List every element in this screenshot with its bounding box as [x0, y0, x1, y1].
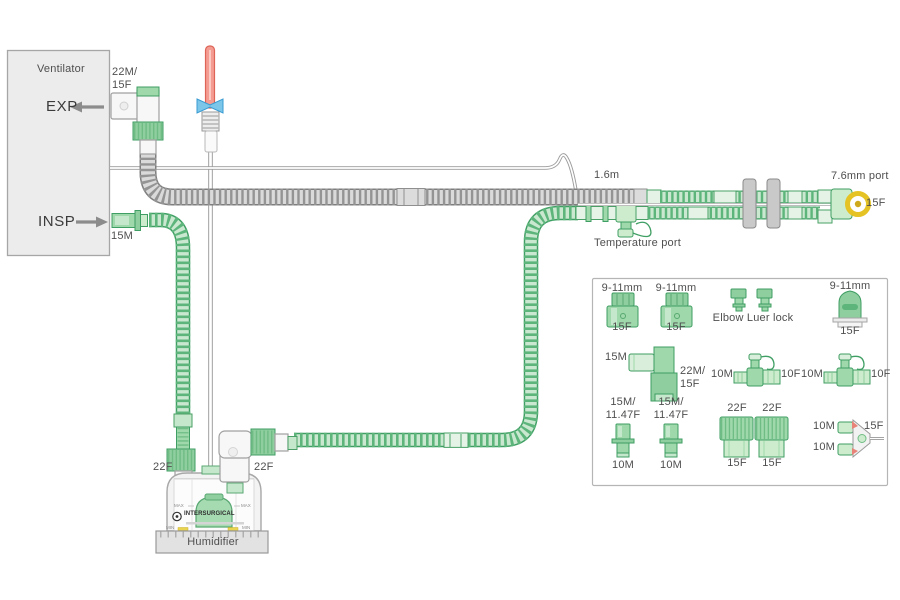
- exp-port-label: EXP: [46, 98, 78, 115]
- humidifier-label: Humidifier: [187, 536, 239, 548]
- legend-connector-adapter-1: [606, 292, 639, 328]
- exp-flow-arrow: [70, 101, 104, 113]
- legend-adapter-small-2: [659, 423, 683, 458]
- tube-fixing-clips: [742, 178, 781, 229]
- exp-connector-size-label: 22M/ 15F: [112, 66, 138, 91]
- insp-port-label: INSP: [38, 213, 76, 230]
- legend-item-8-top-label: 15M/ 11.47F: [605, 396, 641, 421]
- legend-item-5-left-label: 15M: [605, 351, 627, 363]
- legend-item-2-bottom-label: 15F: [666, 321, 686, 333]
- inspiratory-limb-tube: [294, 204, 619, 448]
- legend-item-9-bottom-label: 10M: [660, 459, 682, 471]
- legend-item-10-top-label: 22F: [727, 402, 747, 414]
- legend-item-1-bottom-label: 15F: [612, 321, 632, 333]
- exp-elbow-connector: [110, 86, 164, 155]
- legend-item-7-right-label: 10F: [871, 368, 891, 380]
- temperature-port-tpiece: [615, 203, 652, 238]
- humidifier-outlet-size-label: 22F: [254, 461, 274, 473]
- legend-box: [591, 277, 889, 487]
- legend-item-12-left-bottom-label: 10M: [813, 441, 835, 453]
- legend-item-3-label: Elbow Luer lock: [712, 312, 794, 324]
- legend-item-4-bottom-label: 15F: [840, 325, 860, 337]
- legend-connector-22f-2: [754, 416, 789, 458]
- legend-connector-adapter-2: [660, 292, 693, 328]
- gas-port-size-label: 7.6mm port: [831, 170, 889, 182]
- legend-item-11-bottom-label: 15F: [762, 457, 782, 469]
- legend-item-7-left-label: 10M: [801, 368, 823, 380]
- legend-item-10-bottom-label: 15F: [727, 457, 747, 469]
- legend-elbow-luer-lock-2: [756, 288, 773, 312]
- humidifier-base: [155, 530, 269, 554]
- humidifier-brand-label: INTERSURGICAL: [184, 511, 235, 517]
- insp-flow-arrow: [76, 216, 108, 228]
- legend-connector-22f-1: [719, 416, 754, 458]
- legend-connector-catheter-mount: [832, 290, 868, 328]
- patient-connector-size-label: 15F: [866, 197, 886, 209]
- temperature-port-label: Temperature port: [594, 237, 681, 249]
- patient-wye: [817, 188, 871, 224]
- expiratory-extension-tube: [660, 190, 820, 204]
- legend-item-9-top-label: 15M/ 11.47F: [653, 396, 689, 421]
- legend-elbow-luer-lock-1: [730, 288, 747, 312]
- humidifier-outlet-elbow: [218, 428, 298, 483]
- legend-item-4-top-label: 9-11mm: [829, 280, 871, 292]
- insp-supply-tube: [111, 210, 196, 483]
- legend-item-8-bottom-label: 10M: [612, 459, 634, 471]
- humidifier-max-right-label: MAX: [241, 503, 251, 508]
- legend-item-6-right-label: 10F: [781, 368, 801, 380]
- legend-wye-connector: [837, 418, 884, 459]
- limb-length-label: 1.6m: [594, 169, 620, 181]
- humidifier-inlet-size-label: 22F: [153, 461, 173, 473]
- legend-item-12-right-label: 15F: [864, 420, 884, 432]
- legend-elbow-22m15f: [628, 346, 678, 402]
- legend-item-11-top-label: 22F: [762, 402, 782, 414]
- legend-item-2-top-label: 9-11mm: [655, 282, 697, 294]
- heater-wire: [110, 153, 578, 192]
- legend-valve-2: [823, 353, 871, 387]
- inspiratory-extension-tube: [648, 206, 820, 220]
- humidifier-min-right-label: MIN: [242, 525, 251, 530]
- ventilator-label: Ventilator: [37, 63, 85, 75]
- legend-valve-1: [733, 353, 781, 387]
- legend-item-1-top-label: 9-11mm: [601, 282, 643, 294]
- legend-adapter-small-1: [611, 423, 635, 458]
- legend-item-5-right-label: 22M/ 15F: [680, 365, 706, 390]
- legend-item-12-left-top-label: 10M: [813, 420, 835, 432]
- legend-item-6-left-label: 10M: [711, 368, 733, 380]
- insp-connector-size-label: 15M: [111, 230, 133, 242]
- humidifier: [155, 465, 269, 554]
- expiratory-limb-tube: [139, 152, 662, 206]
- temperature-probe: [196, 45, 224, 153]
- humidifier-max-left-label: MAX: [174, 503, 184, 508]
- humidifier-min-left-label: MIN: [166, 525, 175, 530]
